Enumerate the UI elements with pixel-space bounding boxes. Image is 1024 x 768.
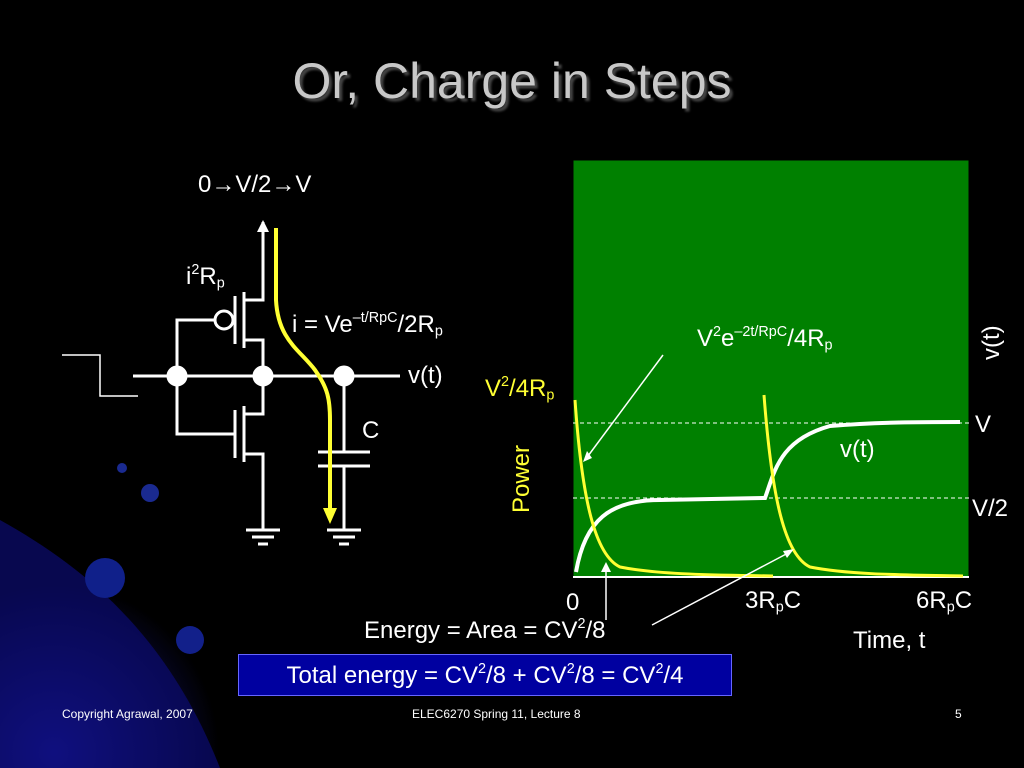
ground-symbol-left: [246, 528, 280, 546]
plot-area: [572, 159, 970, 579]
slide-title: Or, Charge in Steps: [292, 53, 732, 109]
output-label: v(t): [408, 362, 443, 389]
v-tick-mid: V/2: [972, 495, 1009, 522]
x-tick-0: 0: [566, 589, 580, 616]
decay-pointer: [587, 354, 664, 457]
circuit-diagram: [62, 232, 400, 546]
total-energy-box: Total energy = CV2/8 + CV2/8 = CV2/4: [238, 654, 732, 696]
background-dot: [176, 626, 204, 654]
decay-equation: V2e–2t/RpC/4Rp: [697, 323, 833, 354]
footer-copyright: Copyright Agrawal, 2007: [62, 707, 193, 721]
power-peak-label: V2/4Rp: [485, 373, 555, 404]
power-axis-label: Power: [508, 444, 535, 513]
footer-page-number: 5: [955, 707, 962, 721]
x-tick-6rpc: 6RpC: [916, 587, 973, 616]
background-swoosh-inner: [0, 520, 220, 768]
v-axis-label: v(t): [978, 325, 1005, 360]
energy-area-label: Energy = Area = CV2/8: [364, 615, 606, 644]
background-dot: [85, 558, 125, 598]
x-axis-label: Time, t: [853, 627, 926, 654]
v-tick-top: V: [975, 411, 992, 438]
supply-label: 0→V/2→V: [198, 171, 312, 198]
voltage-curve-label: v(t): [840, 436, 875, 463]
supply-arrow-head: [257, 220, 269, 232]
background-dot: [117, 463, 127, 473]
voltage-curve: [574, 420, 961, 573]
current-path-arrow: [274, 228, 332, 510]
footer-course: ELEC6270 Spring 11, Lecture 8: [412, 707, 581, 721]
pmos-gate-bubble: [213, 309, 235, 331]
input-step-waveform: [62, 354, 138, 397]
power-curve-step2: [762, 394, 964, 578]
area-pointer-2: [651, 551, 791, 626]
ground-symbol-right: [327, 528, 361, 546]
capacitor-label: C: [362, 417, 380, 444]
background-dot: [141, 484, 159, 502]
power-curve-step1: [573, 399, 774, 578]
x-tick-3rpc: 3RpC: [745, 587, 802, 616]
i2r-label: i2Rp: [186, 261, 225, 292]
current-equation: i = Ve–t/RpC/2Rp: [292, 309, 443, 340]
